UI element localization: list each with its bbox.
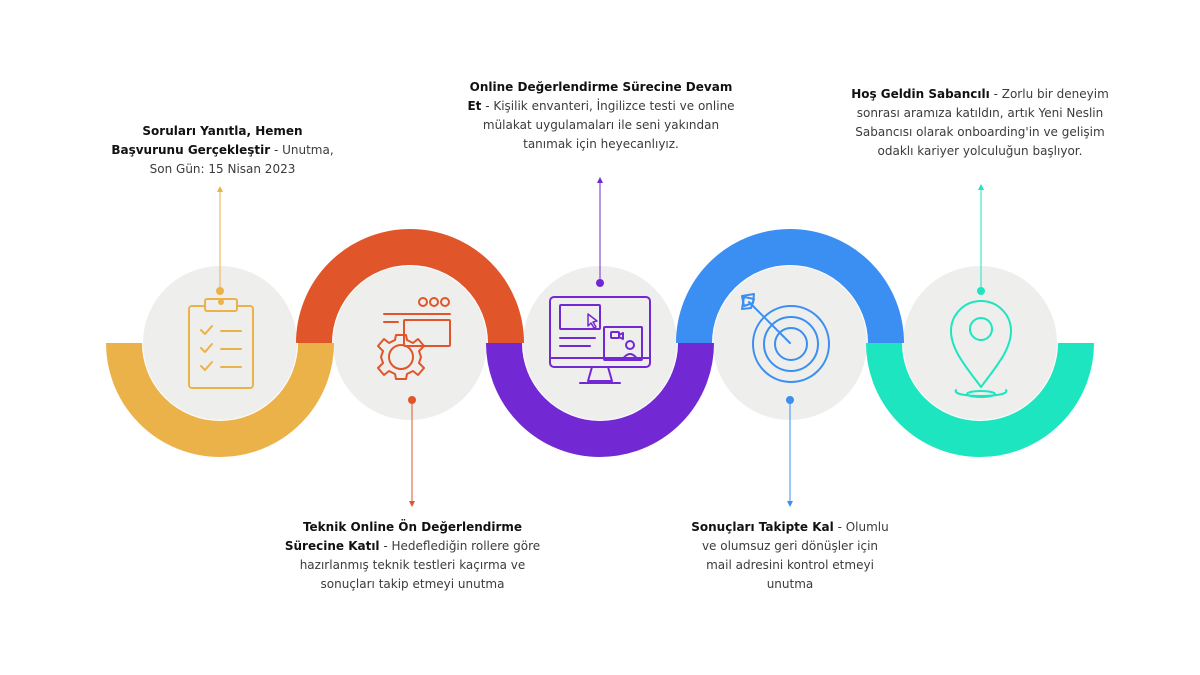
step2-title: Teknik Online Ön Değerlendirme Sürecine …: [284, 520, 523, 553]
gear-window-icon: [377, 297, 451, 380]
step4-separator: -: [833, 520, 846, 534]
gear-icon: [377, 334, 425, 380]
step5-separator: -: [989, 87, 1002, 101]
connector-step2: [408, 396, 416, 507]
step4-title: Sonuçları Takipte Kal: [691, 520, 834, 534]
clipboard-checklist-icon: [188, 298, 254, 389]
step5-description: Zorlu bir deneyim sonrası aramıza katıld…: [855, 87, 1109, 158]
step3-circle: [523, 266, 677, 420]
target-arrow-icon: [741, 293, 830, 383]
step3-separator: -: [481, 99, 494, 113]
location-pin-icon: [950, 300, 1012, 398]
step5-label: Hoş Geldin Sabancılı - Zorlu bir deneyim…: [845, 85, 1115, 161]
step2-separator: -: [379, 539, 392, 553]
step1-label: Soruları Yanıtla, Hemen Başvurunu Gerçek…: [110, 122, 335, 179]
wave-arc-step1: [106, 342, 334, 457]
connector-step1: [216, 186, 224, 295]
connector-step5: [977, 184, 985, 295]
step5-circle: [903, 266, 1057, 420]
step1-separator: -: [270, 143, 283, 157]
step3-label: Online Değerlendirme Sürecine Devam Et -…: [466, 78, 736, 154]
step4-label: Sonuçları Takipte Kal - Olumlu ve olumsu…: [690, 518, 890, 594]
wave-arc-step3: [486, 342, 714, 457]
step3-description: Kişilik envanteri, İngilizce testi ve on…: [482, 99, 735, 151]
step2-description: Hedeflediğin rollere göre hazırlanmış te…: [299, 539, 541, 591]
step3-title: Online Değerlendirme Sürecine Devam Et: [467, 80, 733, 113]
step1-circle: [143, 266, 297, 420]
wave-arc-step4: [676, 229, 904, 344]
step1-description: Unutma, Son Gün: 15 Nisan 2023: [149, 143, 334, 176]
connector-step3: [596, 177, 604, 287]
step1-title: Soruları Yanıtla, Hemen Başvurunu Gerçek…: [111, 124, 303, 157]
step4-description: Olumlu ve olumsuz geri dönüşler için mai…: [701, 520, 889, 591]
step2-label: Teknik Online Ön Değerlendirme Sürecine …: [275, 518, 550, 594]
step5-title: Hoş Geldin Sabancılı: [851, 87, 990, 101]
monitor-video-call-icon: [549, 296, 651, 384]
connectors: [216, 177, 985, 507]
connector-step4: [786, 396, 794, 507]
wave-arc-step2: [296, 229, 524, 344]
wave-arc-step5: [866, 342, 1094, 457]
wave-path: [106, 229, 1094, 457]
